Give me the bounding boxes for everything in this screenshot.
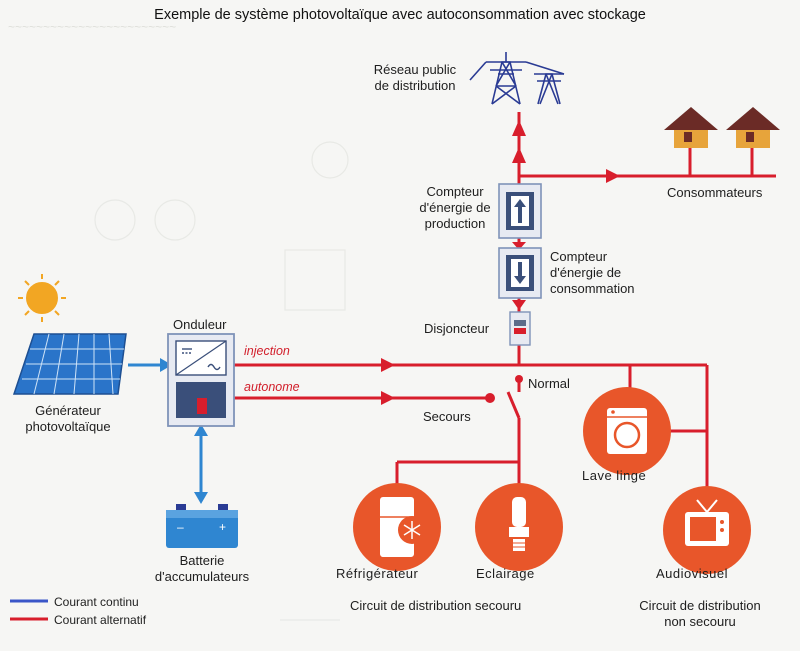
- consumption-meter-label: Compteur d'énergie de consommation: [550, 249, 635, 297]
- lighting-label: Eclairage: [476, 566, 535, 581]
- inverter-label: Onduleur: [173, 317, 227, 332]
- autonomous-label: autonome: [244, 380, 300, 394]
- production-meter-line2: d'énergie de: [419, 200, 491, 215]
- svg-text:+: +: [219, 520, 226, 534]
- consumption-meter-line1: Compteur: [550, 249, 608, 264]
- inverter-icon: [167, 333, 235, 427]
- battery-icon: – +: [166, 504, 238, 548]
- nonbackup-circuit-label: Circuit de distribution non secouru: [618, 598, 782, 630]
- grid-label: Réseau public de distribution: [360, 62, 470, 94]
- solar-panel-icon: [12, 333, 127, 395]
- grid-label-line2: de distribution: [374, 78, 456, 93]
- consumption-meter-line2: d'énergie de: [550, 265, 622, 280]
- normal-contact: [515, 375, 523, 383]
- ac-flow-arrows: [381, 120, 620, 405]
- fridge-label: Réfrigérateur: [336, 566, 419, 581]
- production-meter-label: Compteur d'énergie de production: [405, 184, 505, 232]
- audiovisual-label: Audiovisuel: [656, 566, 728, 581]
- legend-ac-label: Courant alternatif: [54, 613, 147, 627]
- production-meter-line3: production: [424, 216, 486, 231]
- meter-up-icon: [498, 183, 542, 239]
- tv-icon: [663, 486, 751, 574]
- battery-label-line2: d'accumulateurs: [154, 569, 250, 584]
- diagram-title: Exemple de système photovoltaïque avec a…: [154, 7, 646, 23]
- transfer-switch-blade: [506, 391, 521, 419]
- pylon-icon: [469, 52, 565, 105]
- meter-down-icon: [498, 247, 542, 299]
- consumers-label: Consommateurs: [667, 185, 763, 200]
- washing-machine-icon: [583, 387, 671, 475]
- background-bleed: [94, 141, 349, 621]
- breaker-label: Disjoncteur: [424, 321, 490, 336]
- backup-circuit-label: Circuit de distribution secouru: [350, 598, 522, 613]
- legend-dc-label: Courant continu: [54, 595, 139, 609]
- svg-text:–: –: [177, 520, 184, 534]
- sun-icon: [18, 274, 66, 322]
- nonbackup-circuit-line1: Circuit de distribution: [639, 598, 761, 613]
- battery-label-line1: Batterie: [179, 553, 225, 568]
- battery-label: Batterie d'accumulateurs: [140, 553, 264, 585]
- pv-generator-label: Générateur photovoltaïque: [0, 403, 136, 435]
- backup-contact: [485, 393, 495, 403]
- breaker-icon: [509, 311, 531, 346]
- backup-label: Secours: [423, 409, 471, 424]
- dc-flow-arrows: [160, 358, 208, 504]
- grid-label-line1: Réseau public: [373, 62, 457, 77]
- house-icon: [664, 107, 718, 148]
- injection-label: injection: [244, 344, 290, 358]
- production-meter-line1: Compteur: [426, 184, 484, 199]
- pv-generator-line1: Générateur: [35, 403, 101, 418]
- bulb-icon: [475, 483, 563, 571]
- pv-generator-line2: photovoltaïque: [25, 419, 111, 434]
- fridge-icon: [353, 483, 441, 571]
- consumption-meter-line3: consommation: [550, 281, 635, 296]
- background-bleed-text: ~~~~~~~~~~~~~~~~~~~~~~~~: [8, 20, 177, 34]
- ac-network-lines: [232, 112, 776, 512]
- house-icon: [726, 107, 780, 148]
- dc-lines: [128, 363, 203, 498]
- washing-machine-label: Lave linge: [582, 468, 647, 483]
- nonbackup-circuit-line2: non secouru: [664, 614, 736, 629]
- normal-label: Normal: [528, 376, 570, 391]
